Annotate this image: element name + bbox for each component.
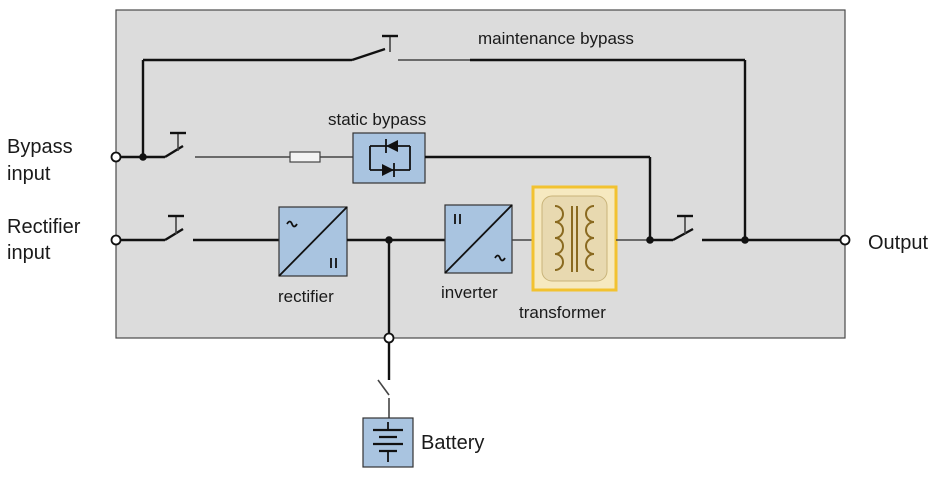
static-bypass-path: [110, 131, 652, 240]
output-terminal[interactable]: [839, 234, 851, 246]
battery-switch-icon[interactable]: [377, 379, 390, 396]
dc-ac-converter-icon: [444, 204, 513, 274]
inverter-component[interactable]: [444, 204, 513, 274]
battery-terminal[interactable]: [383, 332, 395, 344]
rectifier-input-switch-icon[interactable]: [164, 214, 184, 242]
transformer-component[interactable]: [531, 185, 618, 292]
maintenance-bypass-path: [141, 34, 749, 244]
battery-icon: [373, 422, 403, 462]
maintenance-bypass-label: maintenance bypass: [478, 29, 634, 48]
rectifier-input-label-line1: Rectifier: [7, 216, 81, 238]
battery-component[interactable]: [362, 417, 414, 468]
rectifier-component[interactable]: [278, 206, 348, 277]
bypass-input-switch-icon[interactable]: [164, 131, 186, 159]
main-power-path: [110, 185, 851, 292]
output-switch-icon[interactable]: [672, 214, 694, 242]
bypass-input-label-line1: Bypass: [7, 136, 73, 158]
thyristor-pair-icon: [369, 139, 411, 177]
output-label: Output: [868, 232, 928, 254]
battery-label: Battery: [421, 432, 484, 454]
static-bypass-label: static bypass: [328, 110, 426, 129]
bypass-input-label-line2: input: [7, 163, 51, 185]
maintenance-bypass-switch-icon[interactable]: [350, 34, 398, 62]
battery-branch: [362, 240, 414, 468]
rectifier-label: rectifier: [278, 287, 334, 306]
ups-enclosure: [115, 9, 846, 339]
bypass-input-terminal[interactable]: [110, 151, 122, 163]
transformer-label: transformer: [519, 303, 606, 322]
fuse-icon: [289, 151, 321, 163]
static-bypass-component[interactable]: [352, 132, 426, 184]
transformer-icon: [554, 205, 595, 272]
rectifier-input-label-line2: input: [7, 242, 51, 264]
inverter-label: inverter: [441, 283, 498, 302]
junction-dot: [646, 236, 654, 244]
ac-dc-converter-icon: [278, 206, 348, 277]
junction-dot: [139, 153, 147, 161]
rectifier-input-terminal[interactable]: [110, 234, 122, 246]
